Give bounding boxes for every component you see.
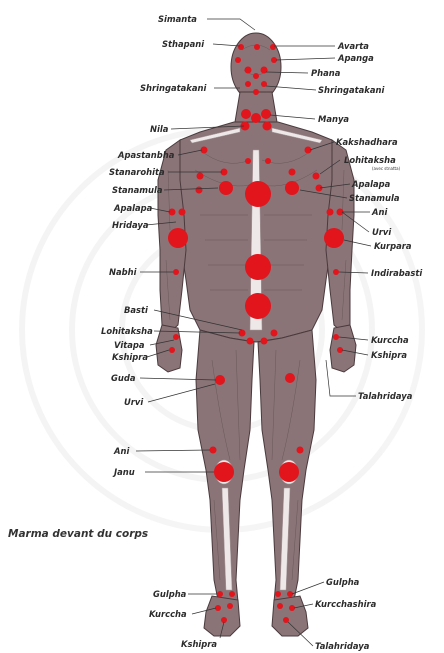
label-kurcchashira: Kurcchashira <box>315 599 377 609</box>
label-kurccha-foot: Kurccha <box>149 609 187 619</box>
marma-point <box>261 67 268 74</box>
marma-point <box>227 603 233 609</box>
marma-point <box>238 44 244 50</box>
label-janu: Janu <box>112 467 135 477</box>
label-lohitaksha-upper: Lohitaksha <box>344 155 396 165</box>
label-urvi-leg: Urvi <box>124 397 143 407</box>
label-avarta: Avarta <box>337 41 369 51</box>
label-guda: Guda <box>111 373 136 383</box>
marma-point <box>173 269 179 275</box>
diagram-caption: Marma devant du corps <box>8 528 148 540</box>
marma-point <box>285 181 299 195</box>
marma-point <box>271 330 278 337</box>
marma-point <box>235 57 241 63</box>
marma-point <box>253 73 259 79</box>
right-foot <box>272 596 308 636</box>
marma-point <box>210 447 217 454</box>
label-gulpha-left: Gulpha <box>153 589 187 599</box>
marma-point <box>215 375 225 385</box>
right-hand <box>330 325 356 372</box>
marma-point <box>245 67 252 74</box>
label-apanga: Apanga <box>337 53 374 63</box>
marma-point <box>245 81 251 87</box>
marma-point <box>279 462 299 482</box>
marma-point <box>333 334 339 340</box>
label-nila: Nila <box>150 124 169 134</box>
marma-point <box>229 591 235 597</box>
label-apalapa-right: Apalapa <box>351 179 391 189</box>
marma-point <box>261 338 268 345</box>
label-sthapani: Sthapani <box>162 39 204 49</box>
marma-point <box>253 89 259 95</box>
label-vitapa: Vitapa <box>114 340 145 350</box>
label-shringatakani-left: Shringatakani <box>140 83 206 93</box>
label-talahridaya-foot: Talahridaya <box>315 641 370 651</box>
marma-point <box>245 254 271 280</box>
label-indirabasti: Indirabasti <box>371 268 422 278</box>
label-ani-leg: Ani <box>113 446 129 456</box>
marma-point <box>327 209 334 216</box>
label-stanamula-left: Stanamula <box>112 185 163 195</box>
label-stanamula-right: Stanamula <box>349 193 400 203</box>
marma-point <box>261 109 271 119</box>
label-kshipra-right: Kshipra <box>371 350 407 360</box>
label-stanarohita: Stanarohita <box>109 167 165 177</box>
marma-point <box>241 109 251 119</box>
marma-point <box>196 187 203 194</box>
marma-point <box>275 591 281 597</box>
label-hridaya: Hridaya <box>112 220 149 230</box>
marma-point <box>333 269 339 275</box>
left-hand <box>156 325 182 372</box>
label-apalapa-left: Apalapa <box>113 203 153 213</box>
marma-point <box>214 462 234 482</box>
label-kshipra-foot: Kshipra <box>181 639 217 649</box>
marma-point <box>277 603 283 609</box>
marma-point <box>168 228 188 248</box>
label-kurccha-right: Kurccha <box>371 335 409 345</box>
label-phana: Phana <box>311 68 341 78</box>
label-apastanbha: Apastanbha <box>117 150 175 160</box>
marma-point <box>324 228 344 248</box>
label-nabhi: Nabhi <box>109 267 137 277</box>
marma-point <box>219 181 233 195</box>
marma-point <box>247 338 254 345</box>
marma-point <box>245 293 271 319</box>
marma-point <box>173 334 179 340</box>
marma-point <box>251 113 261 123</box>
marma-point <box>313 173 320 180</box>
marma-point <box>179 209 186 216</box>
marma-point <box>254 44 260 50</box>
marma-point <box>297 447 304 454</box>
marma-point <box>265 158 271 164</box>
marma-point <box>245 158 251 164</box>
label-gulpha-right: Gulpha <box>326 577 360 587</box>
label-ani-arm: Ani <box>371 207 387 217</box>
marma-point <box>263 122 272 131</box>
label-kshipra-left: Kshipra <box>112 352 148 362</box>
label-shringatakani-right: Shringatakani <box>318 85 384 95</box>
label-urvi-arm: Urvi <box>372 227 391 237</box>
label-kurpara: Kurpara <box>374 241 412 251</box>
marma-point <box>289 169 296 176</box>
label-lohitaksha-upper-note: (avec stnatta) <box>372 166 401 171</box>
marma-point <box>270 44 276 50</box>
label-basti: Basti <box>124 305 148 315</box>
label-manya: Manya <box>318 114 349 124</box>
marma-point <box>169 347 175 353</box>
label-talahridaya-hand: Talahridaya <box>358 391 413 401</box>
marma-point <box>197 173 204 180</box>
label-kakshadhara: Kakshadhara <box>336 137 398 147</box>
label-lohitaksha-lower: Lohitaksha <box>101 326 153 336</box>
marma-point <box>217 591 223 597</box>
label-simanta: Simanta <box>158 14 197 24</box>
marma-point <box>285 373 295 383</box>
marma-point <box>245 181 271 207</box>
